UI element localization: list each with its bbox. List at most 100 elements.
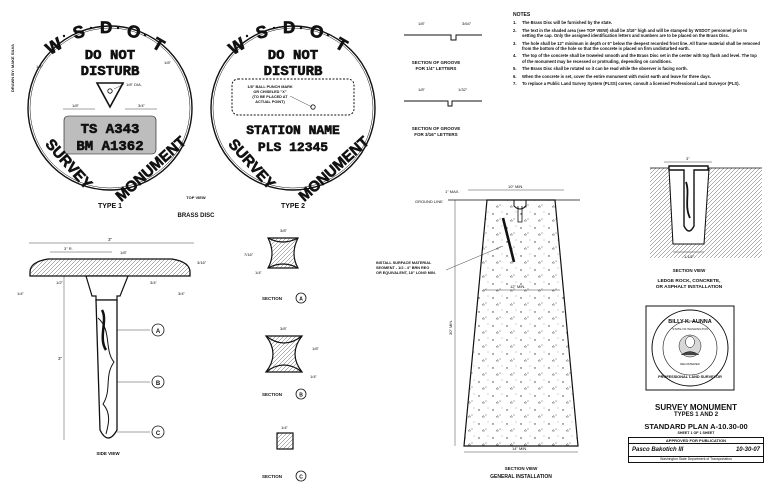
plan-number: STANDARD PLAN A-10.30-00 [644,422,748,431]
notes-block: NOTES 1.The Brass Disc will be furnished… [513,12,761,89]
seal-name: BILLY K. AUNNA [668,319,712,325]
side-dim-3: 3" [108,237,113,242]
ledge-installation: 3" 1 1/2" [650,156,762,259]
general-bottom-dim: 14" MIN. [512,446,527,451]
type2-disc: W S D O T DO NOT DISTURB 1/8" BALL PUNCH… [210,18,376,205]
groove1-dim2: 3/64" [462,21,472,26]
note-text: The text in the shaded area (see TOP VIE… [522,27,748,39]
general-mid-dim: 12" MIN. [510,284,525,289]
note-text: When the concrete is set, cover the enti… [522,73,711,79]
section-b-label: SECTION [262,392,282,397]
note-item: 5. The Brass Disc shall be rotated so it … [513,66,761,71]
section-a-letter: A [299,297,303,303]
section-a-marker [151,323,165,337]
surveyor-seal: BILLY K. AUNNA STATE OF WASHINGTON REGIS… [645,305,735,391]
note-text: The Brass Disc shall be rotated so it ca… [522,66,688,72]
section-a-label: SECTION [262,296,282,301]
general-install-note3: OR EQUIVALENT, 18" LONG MIN. [376,271,436,275]
section-a-dim1: 3/8" [280,228,288,233]
note-text: The Brass Disc will be furnished by the … [522,20,613,26]
type2-wsdot-d: D [283,18,295,37]
section-c-marker [151,425,165,439]
note-number: 7. [513,81,517,87]
general-depth-label: 1" MAX. [445,189,460,194]
type2-inner4: ACTUAL POINT) [255,100,285,104]
type1-id1: TS A343 [81,122,140,138]
side-dim-top: 3/16" [197,260,207,265]
type1-wsdot-s: S [71,22,87,43]
plan-subtitle: TYPES 1 AND 2 [673,412,719,418]
section-c: 1/4" SECTION C [262,425,307,482]
type2-id1: STATION NAME [246,123,340,138]
general-depth-dim: 30" MIN. [448,320,453,335]
section-c-marker-text: C [156,431,161,437]
section-c-label: SECTION [262,474,282,479]
general-install-note2: SEGMENT - 1/2 - 4" BRN REO [376,266,429,270]
section-b-dim2: 1/8" [312,346,320,351]
general-title: GENERAL INSTALLATION [490,474,552,480]
section-b-letter: B [299,393,303,399]
ledge-top-dim: 3" [686,156,690,161]
general-installation: 10" MIN. GROUND LINE 1" MAX. INSTALL SUR… [376,184,580,453]
note-number: 6. [513,73,517,79]
type1-disturb: DISTURB [81,64,140,80]
ledge-title1: LEDGE ROCK, CONCRETE, [658,278,722,284]
note-item: 3.The hole shall be 12" minimum in depth… [513,41,761,52]
top-view-label: TOP VIEW [186,195,206,200]
type2-inner1: 1/8" BALL PUNCH MARK [247,85,292,89]
side-dim-left: 1/4" [17,291,25,296]
type2-do-not: DO NOT [268,48,318,64]
type1-id2: BM A1362 [76,139,143,155]
type2-inner2: OR CHISELED "X" [253,90,286,94]
side-view: 3" 3" R. 3/16" 1/8" 1/4" 3/4" 1/2" 3/4" … [17,237,207,440]
type1-dim-a: 1/8" [72,103,80,108]
approval-label: APPROVED FOR PUBLICATION [628,437,764,444]
groove2-dim2: 1/32" [458,87,468,92]
type2-inner3: (TO BE PLACED AT [252,95,288,99]
note-number: 5. [513,66,517,72]
ledge-bottom-dim: 1 1/2" [684,254,695,259]
note-number: 3. [513,40,517,46]
groove1-dim1: 1/8" [418,21,426,26]
groove2-title1: SECTION OF GROOVE [412,126,461,131]
type1-do-not: DO NOT [85,48,135,64]
type2-punch-area [231,78,355,116]
plan-title: SURVEY MONUMENT [655,403,737,412]
groove2-title2: FOR 3/16" LETTERS [414,132,457,137]
side-dim-3r: 3" R. [64,246,73,251]
section-b: 3/8" 1/8" 1/4" SECTION B [262,326,320,400]
seal-state: STATE OF WASHINGTON [672,327,708,331]
type1-dim-b: 3/4" [138,103,146,108]
side-dim-height: 3" [58,356,63,361]
note-number: 1. [513,20,517,26]
agency-name: Washington State Department of Transport… [628,457,764,463]
note-item: 1. The Brass Disc will be furnished by th… [513,20,761,25]
side-dim-mid2: 3/4" [150,280,158,285]
signature-date: 10-30-07 [735,447,760,453]
note-item: 6. When the concrete is set, cover the en… [513,74,761,79]
type1-dim-d: 1/4" [36,64,44,69]
ledge-title2: OR ASPHALT INSTALLATION [656,284,723,290]
section-b-dim1: 3/8" [280,326,288,331]
groove-1: 1/8" 3/64" SECTION OF GROOVE FOR 1/4" LE… [404,21,482,71]
side-view-label: SIDE VIEW [96,451,120,456]
note-item: 4.The top of the concrete shall be trowe… [513,53,761,64]
signature-name: Pasco Bakotich III [632,447,684,453]
type2-id2: PLS 12345 [258,140,328,155]
type2-wsdot-s: S [254,22,270,43]
note-text: To replace a Public Land Survey System (… [522,81,740,87]
section-b-dim3: 1/4" [310,374,318,379]
sheet-count: SHEET 1 OF 1 SHEET [677,431,715,435]
section-a-dim3: 1/4" [255,270,263,275]
note-item: 7. To replace a Public Land Survey System… [513,81,761,86]
note-item: 2. The text in the shaded area (see TOP V… [513,28,761,39]
type1-disc: W S D O T DO NOT DISTURB 1/8" DIA. 1/8" … [27,18,193,205]
type1-stamp-area [63,115,157,155]
ledge-section-view: SECTION VIEW [673,268,707,273]
note-number: 2. [513,27,517,33]
general-grade: GROUND LINE [415,199,443,204]
section-a-marker-text: A [156,329,161,335]
signature-row: Pasco Bakotich III 10-30-07 [628,444,764,457]
groove1-title1: SECTION OF GROOVE [412,60,461,65]
